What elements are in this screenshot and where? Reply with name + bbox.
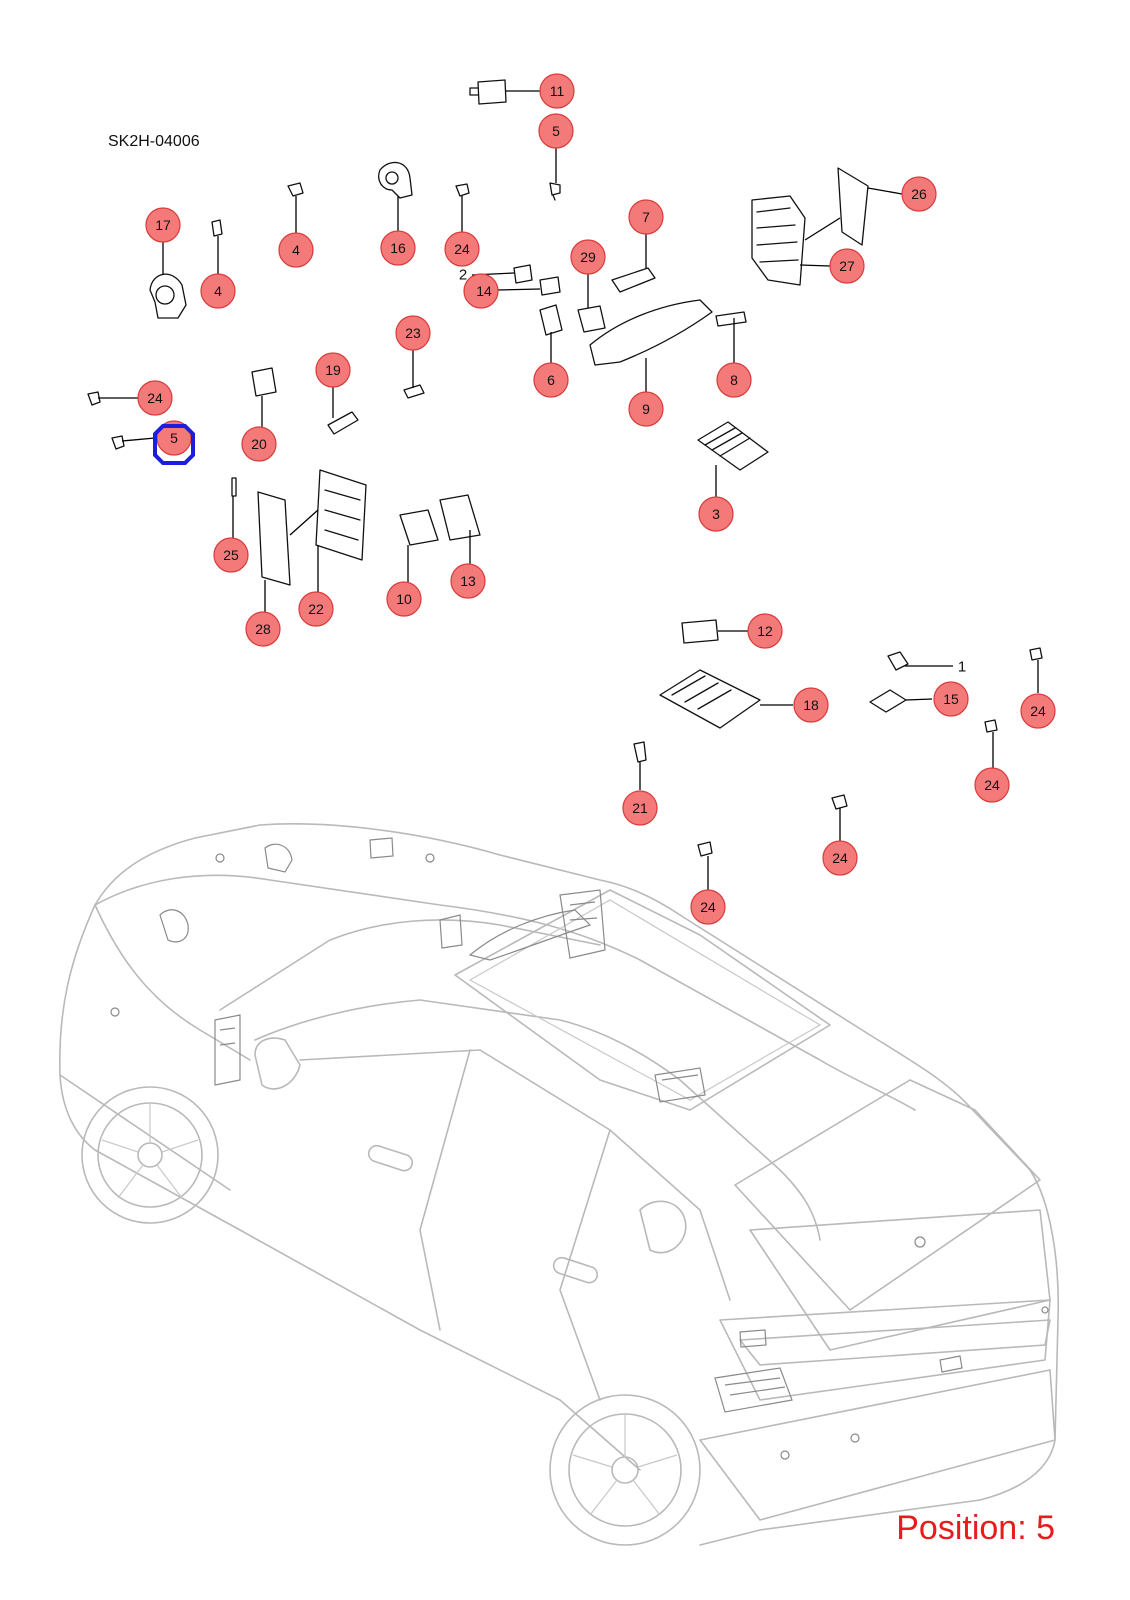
svg-text:4: 4 <box>214 283 222 299</box>
selection-highlight <box>153 424 195 465</box>
svg-text:22: 22 <box>308 601 324 617</box>
callout-24-f[interactable]: 24 <box>690 889 726 925</box>
callout-19[interactable]: 19 <box>315 352 351 388</box>
svg-text:5: 5 <box>170 430 178 446</box>
callout-21[interactable]: 21 <box>622 790 658 826</box>
front-wheel <box>81 1086 219 1224</box>
position-label: Position: 5 <box>896 1509 1055 1547</box>
callout-23[interactable]: 23 <box>395 315 431 351</box>
part-drawings <box>87 79 1043 857</box>
callout-3[interactable]: 3 <box>698 496 734 532</box>
svg-text:24: 24 <box>832 850 848 866</box>
callout-26[interactable]: 26 <box>901 176 937 212</box>
callout-24-b[interactable]: 24 <box>137 380 173 416</box>
callout-17[interactable]: 17 <box>145 207 181 243</box>
callout-9[interactable]: 9 <box>628 391 664 427</box>
label-2[interactable]: 2 <box>459 267 467 284</box>
vehicle-illustration <box>58 823 1060 1546</box>
svg-text:28: 28 <box>255 621 271 637</box>
svg-text:24: 24 <box>454 241 470 257</box>
label-1[interactable]: 1 <box>958 659 966 676</box>
svg-text:7: 7 <box>642 209 650 225</box>
svg-text:24: 24 <box>1030 703 1046 719</box>
svg-text:13: 13 <box>460 573 476 589</box>
svg-text:23: 23 <box>405 325 421 341</box>
callout-11[interactable]: 11 <box>539 73 575 109</box>
callout-24-c[interactable]: 24 <box>1020 693 1056 729</box>
svg-text:24: 24 <box>147 390 163 406</box>
callout-27[interactable]: 27 <box>829 248 865 284</box>
callout-29[interactable]: 29 <box>570 239 606 275</box>
svg-text:16: 16 <box>390 240 406 256</box>
svg-text:9: 9 <box>642 401 650 417</box>
svg-text:20: 20 <box>251 436 267 452</box>
svg-text:21: 21 <box>632 800 648 816</box>
svg-text:26: 26 <box>911 186 927 202</box>
leader-lines <box>98 90 1039 890</box>
svg-text:6: 6 <box>547 372 555 388</box>
svg-text:8: 8 <box>730 372 738 388</box>
svg-text:15: 15 <box>943 691 959 707</box>
svg-text:19: 19 <box>325 362 341 378</box>
callout-24-e[interactable]: 24 <box>822 840 858 876</box>
callout-28[interactable]: 28 <box>245 611 281 647</box>
callout-7[interactable]: 7 <box>628 199 664 235</box>
callout-12[interactable]: 12 <box>747 613 783 649</box>
callout-20[interactable]: 20 <box>241 426 277 462</box>
svg-text:10: 10 <box>396 591 412 607</box>
svg-text:18: 18 <box>803 697 819 713</box>
callout-8[interactable]: 8 <box>716 362 752 398</box>
svg-text:24: 24 <box>700 899 716 915</box>
rear-wheel <box>549 1394 701 1546</box>
svg-text:12: 12 <box>757 623 773 639</box>
svg-text:14: 14 <box>476 283 492 299</box>
callout-16[interactable]: 16 <box>380 230 416 266</box>
callout-6[interactable]: 6 <box>533 362 569 398</box>
svg-text:25: 25 <box>223 547 239 563</box>
callout-14[interactable]: 14 <box>463 273 499 309</box>
svg-text:11: 11 <box>550 83 565 99</box>
callout-22[interactable]: 22 <box>298 591 334 627</box>
callout-25[interactable]: 25 <box>213 537 249 573</box>
callouts: 11 5 26 17 4 16 24 7 27 4 29 14 23 6 8 1… <box>137 73 1056 925</box>
callout-4-a[interactable]: 4 <box>278 232 314 268</box>
svg-text:29: 29 <box>580 249 596 265</box>
svg-text:24: 24 <box>984 777 1000 793</box>
svg-text:3: 3 <box>712 506 720 522</box>
callout-13[interactable]: 13 <box>450 563 486 599</box>
svg-text:27: 27 <box>839 258 855 274</box>
diagram-code: SK2H-04006 <box>108 133 200 150</box>
callout-5-top[interactable]: 5 <box>538 113 574 149</box>
svg-text:4: 4 <box>292 242 300 258</box>
callout-24-d[interactable]: 24 <box>974 767 1010 803</box>
callout-15[interactable]: 15 <box>933 681 969 717</box>
svg-text:5: 5 <box>552 123 560 139</box>
svg-text:17: 17 <box>155 217 171 233</box>
callout-24-a[interactable]: 24 <box>444 231 480 267</box>
callout-18[interactable]: 18 <box>793 687 829 723</box>
callout-10[interactable]: 10 <box>386 581 422 617</box>
callout-4-b[interactable]: 4 <box>200 273 236 309</box>
